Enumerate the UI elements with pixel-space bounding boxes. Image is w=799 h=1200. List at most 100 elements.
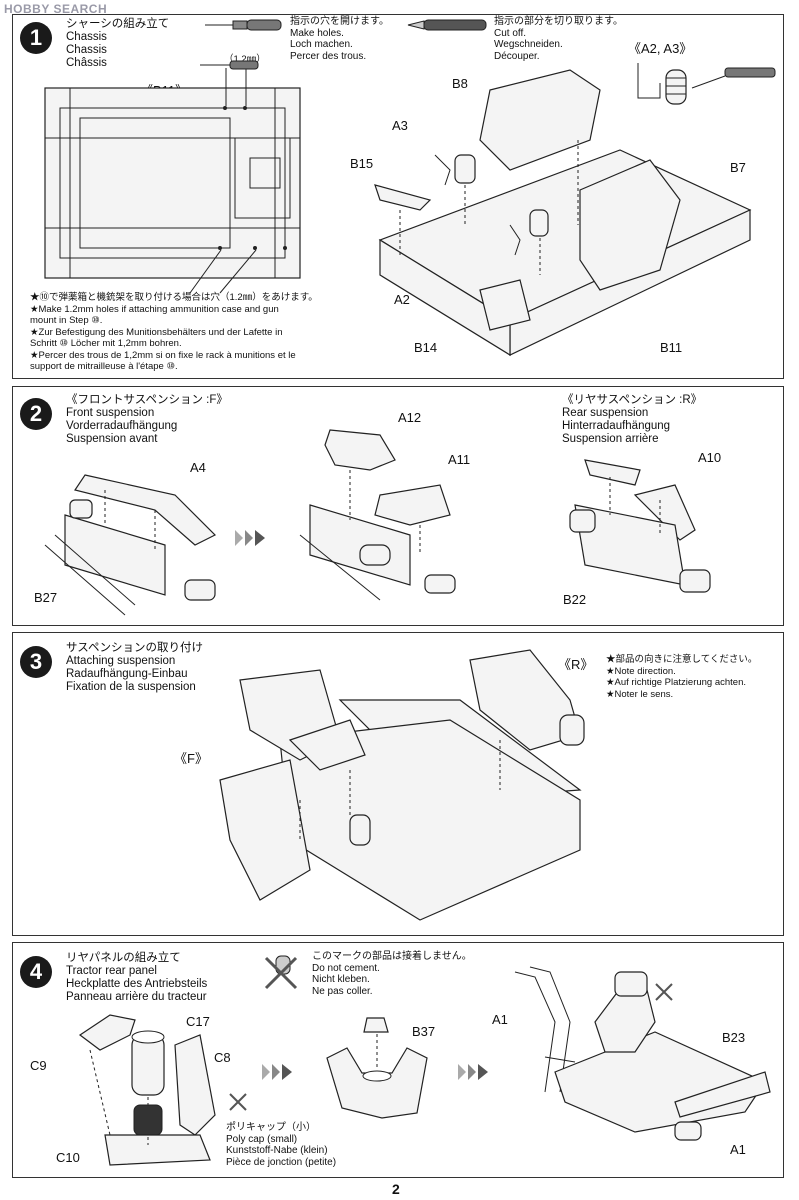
step-1-note-line-4: ★Zur Befestigung des Munitionsbehälters … — [30, 326, 283, 338]
step-4-title: リヤパネルの組み立て Tractor rear panel Heckplatte… — [66, 952, 207, 1004]
step-4-title-en: Tractor rear panel — [66, 965, 157, 977]
next-arrow-icon-2 — [262, 1064, 292, 1080]
step-4-title-de: Heckplatte des Antriebsteils — [66, 978, 208, 990]
part-b7: B7 — [730, 160, 746, 175]
polycap-label-de: Kunststoff-Nabe (klein) — [226, 1145, 328, 1156]
part-b22: B22 — [563, 592, 587, 607]
part-a11: A11 — [448, 452, 471, 467]
drill-legend-ja: 指示の穴を開けます。 — [290, 16, 389, 27]
step-1-title-en: Chassis — [66, 31, 107, 43]
watermark: HOBBY SEARCH — [4, 2, 108, 16]
step-1-note-line-1: ★⑩で弾薬箱と機銃架を取り付ける場合は穴（1.2㎜）をあけます。 — [30, 292, 318, 303]
no-cement-icon — [264, 955, 298, 990]
part-a2: A2 — [394, 292, 410, 307]
small-drill-icon — [200, 60, 259, 70]
rear-suspension-title-en: Rear suspension — [562, 407, 649, 419]
step-3-number: 3 — [20, 646, 52, 678]
step-1-note-line-2: ★Make 1.2mm holes if attaching ammunitio… — [30, 303, 279, 315]
step-3-title-fr: Fixation de la suspension — [66, 681, 196, 693]
next-arrow-icon — [235, 530, 265, 546]
step-1-title-de: Chassis — [66, 44, 107, 56]
step-1-title: シャーシの組み立て Chassis Chassis Châssis — [66, 18, 169, 70]
drill-legend-fr: Percer des trous. — [290, 50, 367, 62]
part-b37: B37 — [412, 1024, 436, 1039]
rear-label-r: 《R》 — [558, 657, 594, 672]
b11-chassis-top-view — [44, 68, 301, 294]
rear-panel-assembly — [514, 966, 771, 1141]
part-a1-top: A1 — [492, 1012, 508, 1027]
knife-legend-ja: 指示の部分を切り取ります。 — [494, 16, 623, 27]
step-3-note-line-3: ★Auf richtige Platzierung achten. — [606, 677, 747, 688]
no-cement-small-icon — [229, 1093, 247, 1111]
next-arrow-icon-3 — [458, 1064, 488, 1080]
page-number: 2 — [392, 1181, 400, 1197]
step-3-title: サスペンションの取り付け Attaching suspension Radauf… — [66, 642, 203, 694]
step-3-note-line-4: ★Noter le sens. — [606, 688, 674, 700]
rear-panel-exploded — [78, 1014, 216, 1166]
part-b27: B27 — [34, 590, 58, 605]
hobby-knife-icon — [407, 19, 487, 31]
step-4-title-fr: Panneau arrière du tracteur — [66, 991, 207, 1003]
part-b8: B8 — [452, 76, 468, 91]
drill-icon — [205, 19, 282, 31]
step-1-note-line-7: support de mitrailleuse à l'étape ⑩. — [30, 361, 178, 372]
no-cement-legend-fr: Ne pas coller. — [312, 985, 373, 997]
front-suspension-exploded — [44, 474, 217, 616]
drill-legend: 指示の穴を開けます。 Make holes. Loch machen. Perc… — [290, 16, 389, 62]
front-suspension-title: 《フロントサスペンション :F》 Front suspension Vorder… — [66, 394, 228, 446]
step-2-number: 2 — [20, 398, 52, 430]
part-b14: B14 — [414, 340, 438, 355]
knife-legend-de: Wegschneiden. — [494, 39, 563, 50]
step-1-title-ja: シャーシの組み立て — [66, 18, 170, 30]
part-c9: C9 — [30, 1058, 47, 1073]
chassis-exploded-assembly — [374, 69, 752, 357]
front-suspension-title-en: Front suspension — [66, 407, 155, 419]
step-1-note-line-3: mount in Step ⑩. — [30, 315, 103, 326]
rear-suspension-title-ja: 《リヤサスペンション :R》 — [562, 394, 703, 406]
part-a3: A3 — [392, 118, 408, 133]
step-3-note: ★部品の向きに注意してください。 ★Note direction. ★Auf r… — [606, 654, 757, 700]
part-c10: C10 — [56, 1150, 80, 1165]
part-c17: C17 — [186, 1014, 210, 1029]
knife-legend: 指示の部分を切り取ります。 Cut off. Wegschneiden. Déc… — [494, 16, 623, 62]
polycap-label: ポリキャップ（小） Poly cap (small) Kunststoff-Na… — [226, 1122, 336, 1168]
front-suspension-arms-exploded — [299, 429, 456, 601]
part-b15: B15 — [350, 156, 374, 171]
step-1-title-fr: Châssis — [66, 57, 107, 69]
step-1-note-line-6: ★Percer des trous de 1,2mm si on fixe le… — [30, 349, 296, 361]
part-b23: B23 — [722, 1030, 746, 1045]
polycap-label-ja: ポリキャップ（小） — [226, 1122, 316, 1133]
front-label-f: 《F》 — [174, 751, 208, 766]
step-3-title-en: Attaching suspension — [66, 655, 176, 667]
hole-size-label: （1.2㎜） — [224, 54, 266, 65]
part-a1-bottom: A1 — [730, 1142, 746, 1157]
knife-legend-fr: Découper. — [494, 50, 540, 62]
drill-legend-de: Loch machen. — [290, 39, 353, 50]
step-1-note-line-5: Schritt ⑩ Löcher mit 1,2mm bohren. — [30, 338, 182, 349]
part-a12: A12 — [398, 410, 422, 425]
step-4-title-ja: リヤパネルの組み立て — [66, 952, 181, 964]
no-cement-legend-de: Nicht kleben. — [312, 974, 370, 985]
part-b11: B11 — [660, 340, 683, 355]
rear-suspension-exploded — [569, 459, 711, 593]
step-3-title-de: Radaufhängung-Einbau — [66, 668, 188, 680]
step-1-note: ★⑩で弾薬箱と機銃架を取り付ける場合は穴（1.2㎜）をあけます。 ★Make 1… — [30, 292, 318, 373]
no-cement-legend-en: Do not cement. — [312, 962, 380, 974]
front-suspension-title-de: Vorderradaufhängung — [66, 420, 178, 432]
polycap-label-en: Poly cap (small) — [226, 1133, 298, 1145]
drill-legend-en: Make holes. — [290, 27, 344, 39]
b37-subassembly — [326, 1017, 428, 1119]
part-a10: A10 — [698, 450, 722, 465]
no-cement-legend: このマークの部品は接着しません。 Do not cement. Nicht kl… — [312, 951, 472, 997]
polycap-label-fr: Pièce de jonction (petite) — [226, 1156, 337, 1168]
part-c8: C8 — [214, 1050, 231, 1065]
no-cement-small-icon-2 — [655, 983, 673, 1001]
part-a4: A4 — [190, 460, 206, 475]
a2-a3-detail-drawing — [637, 63, 776, 105]
rear-suspension-title: 《リヤサスペンション :R》 Rear suspension Hinterrad… — [562, 394, 702, 446]
front-suspension-title-ja: 《フロントサスペンション :F》 — [66, 394, 228, 406]
rear-suspension-title-de: Hinterradaufhängung — [562, 420, 671, 432]
step-3-note-line-2: ★Note direction. — [606, 665, 676, 677]
step-1-number: 1 — [20, 22, 52, 54]
suspension-attach-assembly — [219, 649, 585, 921]
